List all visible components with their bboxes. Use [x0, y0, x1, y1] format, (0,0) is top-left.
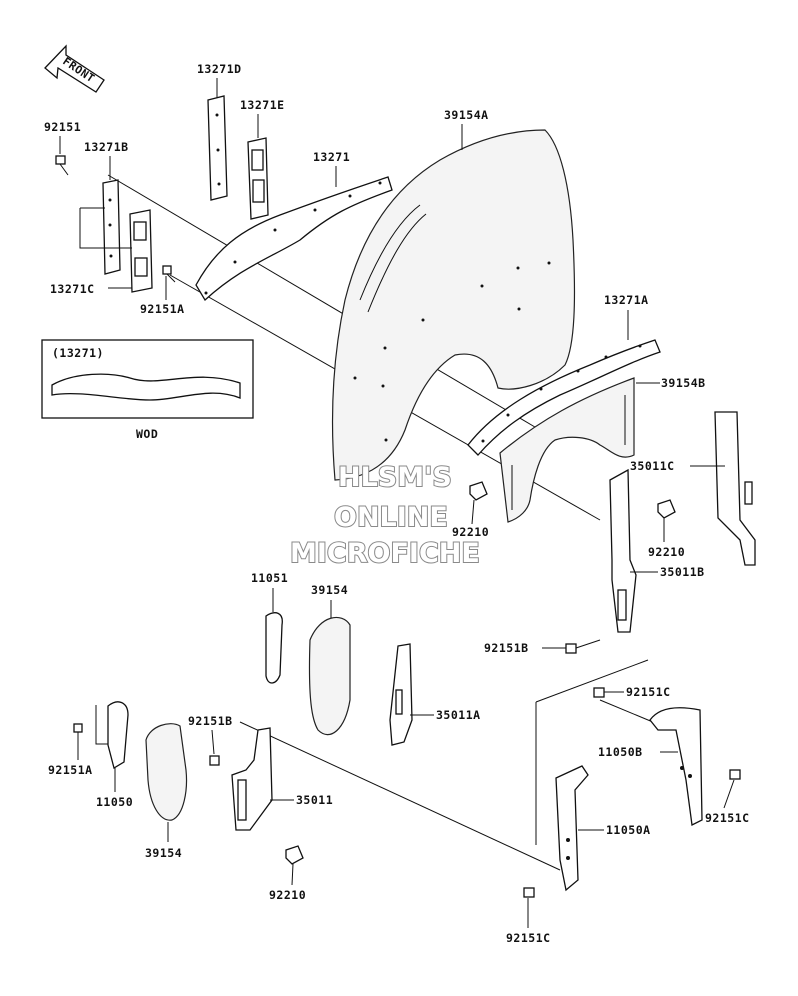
bolt-92151C-right	[729, 769, 741, 780]
label-39154A: 39154A	[444, 108, 489, 122]
label-92151A-top: 92151A	[140, 302, 185, 316]
label-92151C-bottom: 92151C	[506, 931, 551, 945]
label-11051: 11051	[251, 571, 288, 585]
part-13271D	[207, 95, 228, 201]
inset-title: (13271)	[52, 346, 104, 360]
part-35011	[231, 727, 273, 831]
label-13271D: 13271D	[197, 62, 242, 76]
bolt-92151A-top	[162, 265, 176, 283]
label-11050B: 11050B	[598, 745, 643, 759]
watermark-line2: ONLINE	[334, 502, 448, 533]
part-13271	[195, 176, 393, 302]
part-13271A	[467, 339, 661, 456]
label-92210-mid: 92210	[452, 525, 489, 539]
label-92151A-bottom: 92151A	[48, 763, 93, 777]
label-92151B-bottom: 92151B	[188, 714, 233, 728]
label-13271E: 13271E	[240, 98, 285, 112]
part-labels: 13271D 13271E 92151 13271B 13271 39154A …	[44, 62, 750, 945]
part-13271E	[247, 137, 269, 220]
label-92151: 92151	[44, 120, 81, 134]
label-13271C: 13271C	[50, 282, 95, 296]
bolt-92151	[55, 155, 69, 176]
part-35011B	[609, 468, 637, 633]
nut-92210-right	[657, 499, 676, 519]
nut-92210-mid	[469, 481, 488, 501]
part-35011A	[389, 643, 413, 746]
part-35011C	[714, 411, 756, 566]
watermark-line1: HLSM'S	[338, 462, 452, 493]
bolt-92151C-top	[593, 687, 605, 698]
inset-box: (13271) WOD	[41, 339, 254, 441]
part-13271C	[79, 207, 153, 293]
inset-caption: WOD	[136, 427, 158, 441]
part-39154-bottom	[145, 723, 188, 821]
label-92151C-top: 92151C	[626, 685, 671, 699]
label-11050: 11050	[96, 795, 133, 809]
label-13271: 13271	[313, 150, 350, 164]
bolt-92151B-bottom	[209, 755, 220, 766]
part-39154-mid	[308, 616, 351, 736]
front-arrow: FRONT	[44, 44, 105, 93]
label-39154-bottom: 39154	[145, 846, 182, 860]
label-leaders	[59, 78, 735, 928]
label-35011: 35011	[296, 793, 333, 807]
label-35011B: 35011B	[660, 565, 705, 579]
bolt-92151B-right	[565, 639, 601, 654]
bolt-92151A-bottom	[73, 723, 83, 733]
part-11050	[95, 701, 129, 770]
label-39154B: 39154B	[661, 376, 706, 390]
label-92210-bottom: 92210	[269, 888, 306, 902]
watermark: HLSM'S ONLINE MICROFICHE	[289, 461, 481, 570]
label-13271A: 13271A	[604, 293, 649, 307]
label-92151B-right: 92151B	[484, 641, 529, 655]
label-35011C: 35011C	[630, 459, 675, 473]
part-11051	[265, 612, 283, 684]
label-39154-mid: 39154	[311, 583, 348, 597]
part-39154A	[331, 129, 576, 481]
part-13271B	[102, 179, 121, 275]
label-92210-right: 92210	[648, 545, 685, 559]
label-35011A: 35011A	[436, 708, 481, 722]
part-11050A	[555, 765, 589, 892]
part-11050B	[649, 707, 703, 826]
label-13271B: 13271B	[84, 140, 129, 154]
bolt-92151C-bottom	[523, 887, 535, 898]
part-39154B	[499, 377, 635, 523]
watermark-line3: MICROFICHE	[290, 538, 480, 569]
nut-92210-bottom	[285, 845, 304, 865]
label-11050A: 11050A	[606, 823, 651, 837]
label-92151C-right: 92151C	[705, 811, 750, 825]
